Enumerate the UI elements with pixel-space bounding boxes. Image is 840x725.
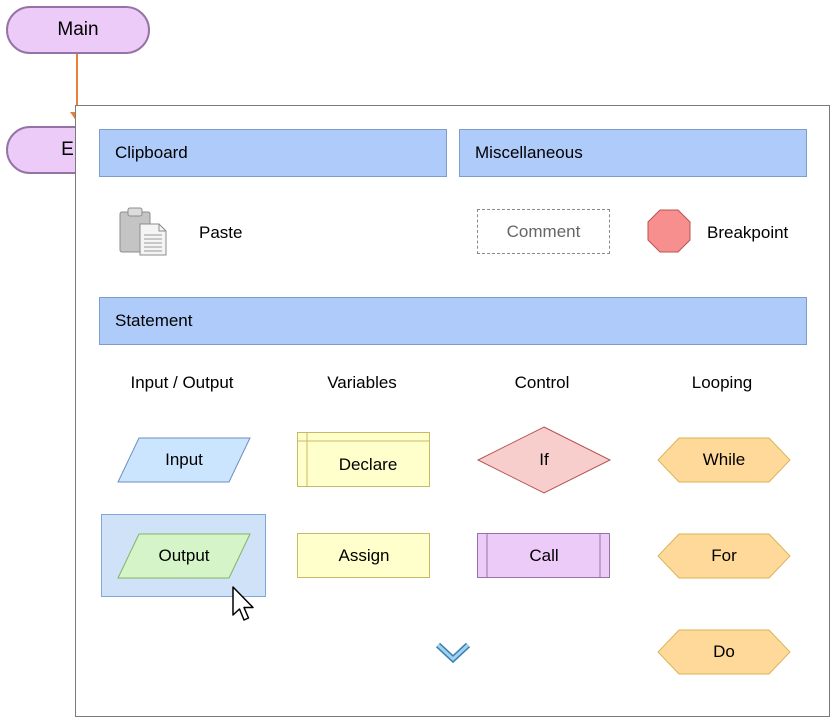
paste-label[interactable]: Paste (199, 223, 243, 242)
input-label: Input (165, 450, 203, 469)
statement-header-label: Statement (115, 311, 193, 330)
scroll-down-button[interactable] (435, 640, 471, 666)
assign-shape[interactable]: Assign (297, 533, 431, 579)
comment-shape[interactable]: Comment (477, 209, 610, 254)
hexagon-icon (657, 437, 791, 483)
input-output-column-label: Input / Output (130, 373, 234, 392)
do-shape[interactable]: Do (657, 629, 791, 675)
while-label: While (702, 450, 746, 469)
subprocess-icon (477, 533, 610, 578)
output-label: Output (158, 546, 210, 565)
internal-storage-icon (297, 432, 430, 487)
shape-palette: Clipboard Paste Miscellaneous Comment Br… (75, 105, 830, 717)
while-shape[interactable]: While (657, 437, 791, 483)
variables-column-label: Variables (327, 373, 397, 392)
call-label: Call (529, 546, 559, 565)
comment-label: Comment (506, 221, 581, 241)
rectangle-icon (297, 533, 430, 578)
statement-section-header: Statement (99, 297, 807, 345)
declare-shape[interactable]: Declare (297, 432, 431, 488)
clipboard-header-label: Clipboard (115, 143, 188, 162)
if-label: If (539, 450, 549, 469)
clipboard-icon (119, 207, 167, 256)
if-shape[interactable]: If (476, 426, 612, 494)
stop-octagon-icon (647, 209, 691, 253)
input-shape[interactable]: Input (117, 437, 251, 483)
miscellaneous-header-label: Miscellaneous (475, 143, 583, 162)
for-label: For (711, 546, 737, 565)
hexagon-icon (657, 533, 791, 579)
diamond-icon (476, 426, 612, 494)
breakpoint-label[interactable]: Breakpoint (707, 223, 789, 242)
assign-label: Assign (338, 546, 390, 565)
breakpoint-shape[interactable] (647, 209, 691, 253)
hexagon-icon (657, 629, 791, 675)
call-shape[interactable]: Call (477, 533, 611, 579)
flow-connector (76, 54, 78, 116)
main-node[interactable]: Main (6, 6, 150, 54)
parallelogram-icon (117, 533, 251, 579)
looping-column-label: Looping (691, 373, 753, 392)
chevron-down-icon (435, 642, 471, 664)
clipboard-section-header: Clipboard (99, 129, 447, 177)
for-shape[interactable]: For (657, 533, 791, 579)
control-column-label: Control (514, 373, 570, 392)
do-label: Do (713, 642, 735, 661)
main-node-label: Main (57, 19, 99, 40)
miscellaneous-section-header: Miscellaneous (459, 129, 807, 177)
parallelogram-icon (117, 437, 251, 483)
output-shape[interactable]: Output (117, 533, 251, 579)
declare-label: Declare (338, 455, 398, 474)
mouse-cursor-icon (232, 586, 254, 621)
paste-button[interactable] (119, 207, 169, 259)
